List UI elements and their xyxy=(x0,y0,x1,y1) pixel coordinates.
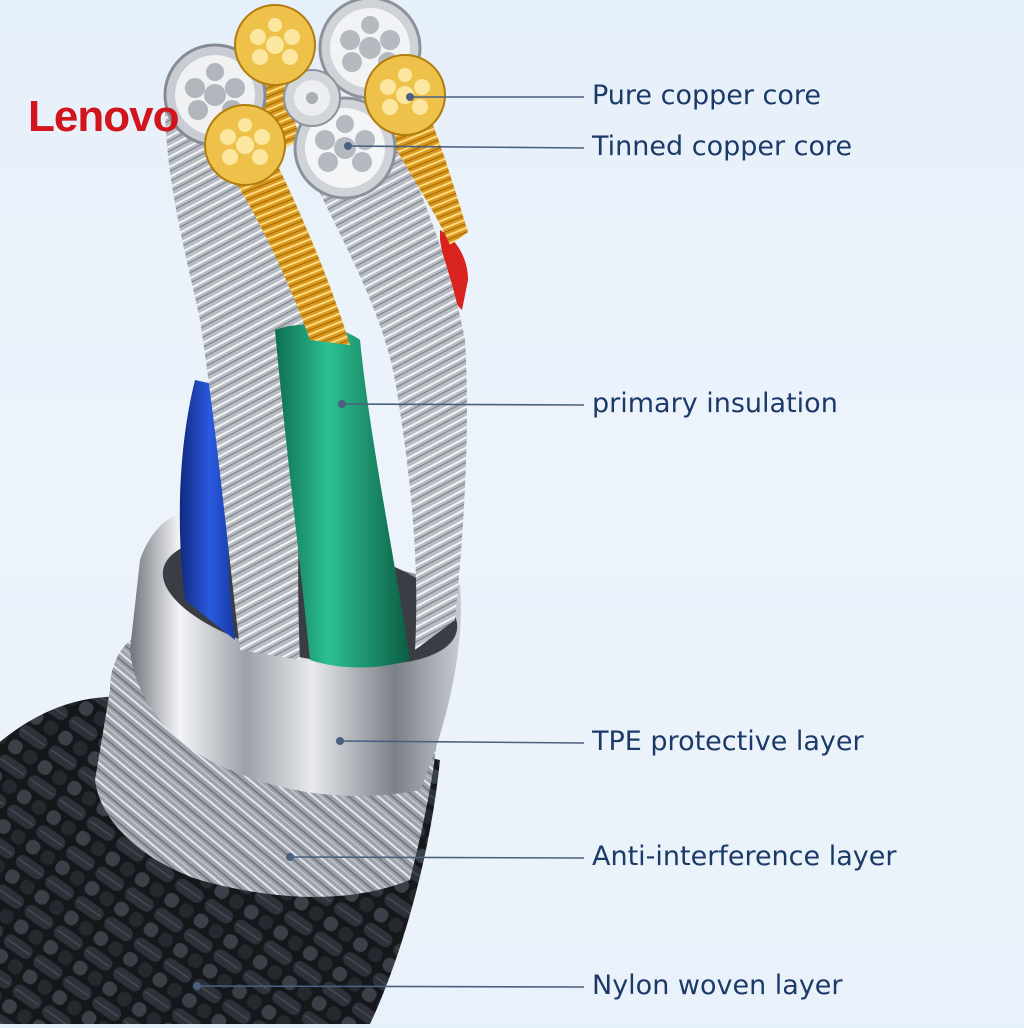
pure-copper-core-label: Pure copper core xyxy=(592,80,822,111)
primary-insulation-leader-line xyxy=(341,403,585,406)
anti-interference-layer-leader-dot xyxy=(286,853,294,861)
drain-wire-end xyxy=(283,69,341,127)
copper-strand-bundle-right xyxy=(375,105,468,245)
primary-insulation-leader-dot xyxy=(338,400,346,408)
tpe-protective-layer-leader-dot xyxy=(336,737,344,745)
tinned-strand-bundle-right xyxy=(300,130,467,650)
green-insulated-wire xyxy=(275,324,410,668)
nylon-woven-layer-label: Nylon woven layer xyxy=(592,970,843,1001)
copper-core-end-top xyxy=(234,4,316,86)
copper-strand-bundle-center xyxy=(215,150,350,345)
tpe-protective-layer-label: TPE protective layer xyxy=(592,726,864,757)
tinned-copper-core-leader-line xyxy=(347,145,585,149)
pure-copper-core-leader-dot xyxy=(406,93,414,101)
copper-core-end-right xyxy=(364,54,446,136)
anti-interference-layer-label: Anti-interference layer xyxy=(592,841,897,872)
tinned-copper-core-leader-dot xyxy=(344,142,352,150)
primary-insulation-label: primary insulation xyxy=(592,388,838,419)
nylon-woven-layer-leader-line xyxy=(196,985,585,988)
lenovo-logo: Lenovo xyxy=(28,92,179,141)
nylon-woven-layer-leader-dot xyxy=(193,982,201,990)
tinned-copper-core-label: Tinned copper core xyxy=(592,131,853,162)
copper-core-end-left xyxy=(204,104,286,186)
tpe-protective-layer-leader-line xyxy=(339,740,585,744)
callout-leaders xyxy=(193,93,585,990)
anti-interference-layer-leader-line xyxy=(289,856,585,859)
red-insulated-wire xyxy=(440,230,468,310)
